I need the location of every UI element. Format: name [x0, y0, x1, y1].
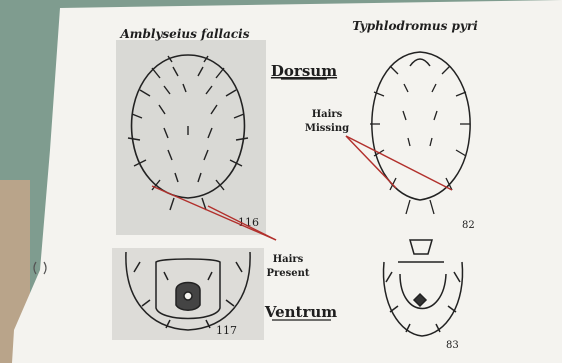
ventrum-label: Ventrum [264, 303, 337, 321]
fig-label-83: 83 [446, 340, 459, 351]
species-left-title: Amblyseius fallacis [120, 27, 250, 41]
species-right-title: Typhlodromus pyri [352, 19, 478, 33]
fig-label-117: 117 [216, 324, 237, 337]
hairs-present-callout-line2: Present [266, 268, 309, 279]
hairs-present-callout-line1: Hairs [273, 254, 304, 265]
hairs-missing-callout-line2: Missing [305, 123, 349, 134]
fig-label-82: 82 [462, 220, 475, 231]
dorsum-label: Dorsum [271, 62, 337, 80]
hairs-missing-callout-line1: Hairs [312, 109, 343, 120]
